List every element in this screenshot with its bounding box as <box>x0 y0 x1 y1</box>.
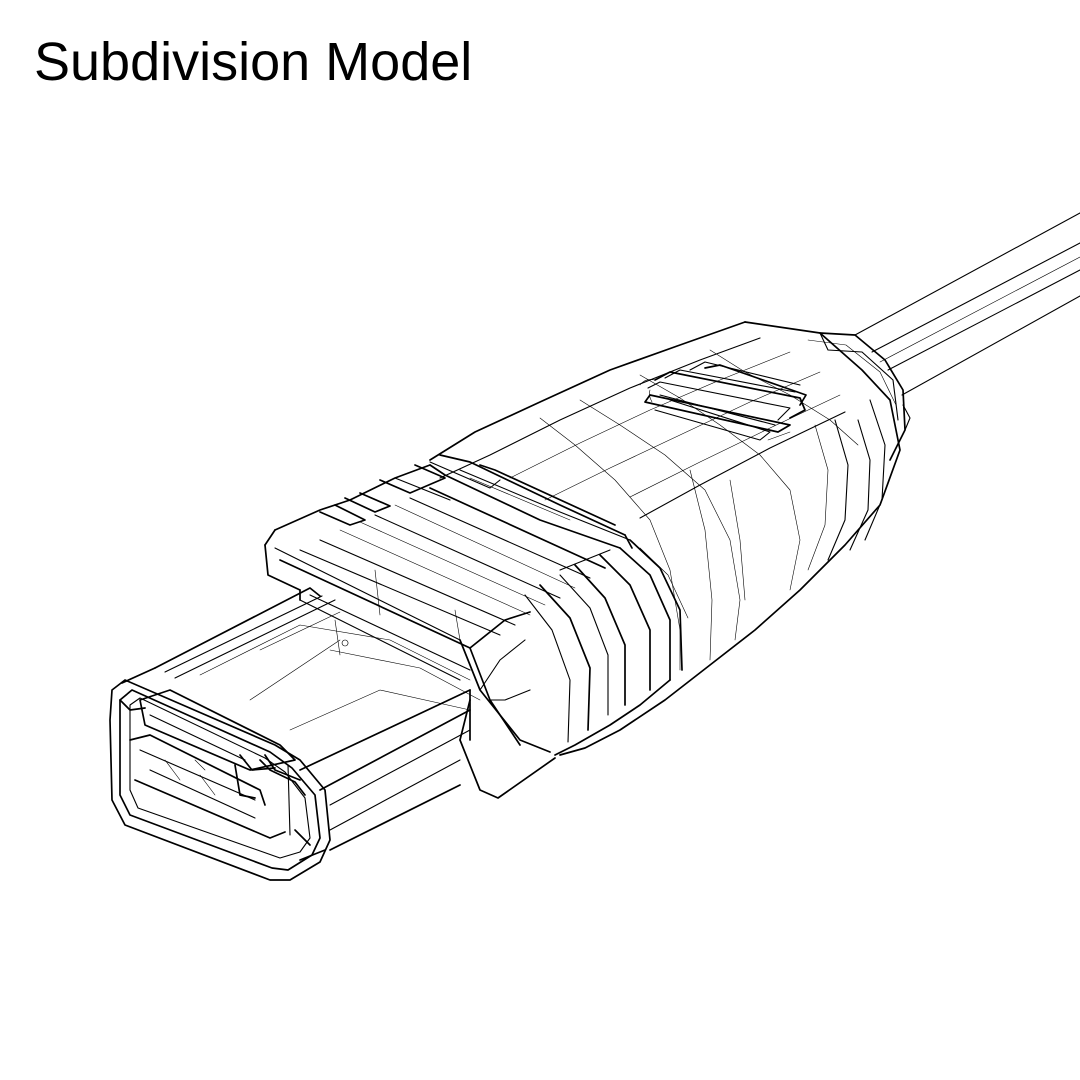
grip-slots <box>639 361 807 441</box>
page-title: Subdivision Model <box>34 32 473 92</box>
ribbed-band <box>429 454 689 756</box>
metal-plug <box>109 587 481 881</box>
overmold-body <box>429 321 901 756</box>
cable-collar <box>807 332 911 461</box>
plug-housing <box>264 461 616 799</box>
cable <box>854 212 1080 396</box>
